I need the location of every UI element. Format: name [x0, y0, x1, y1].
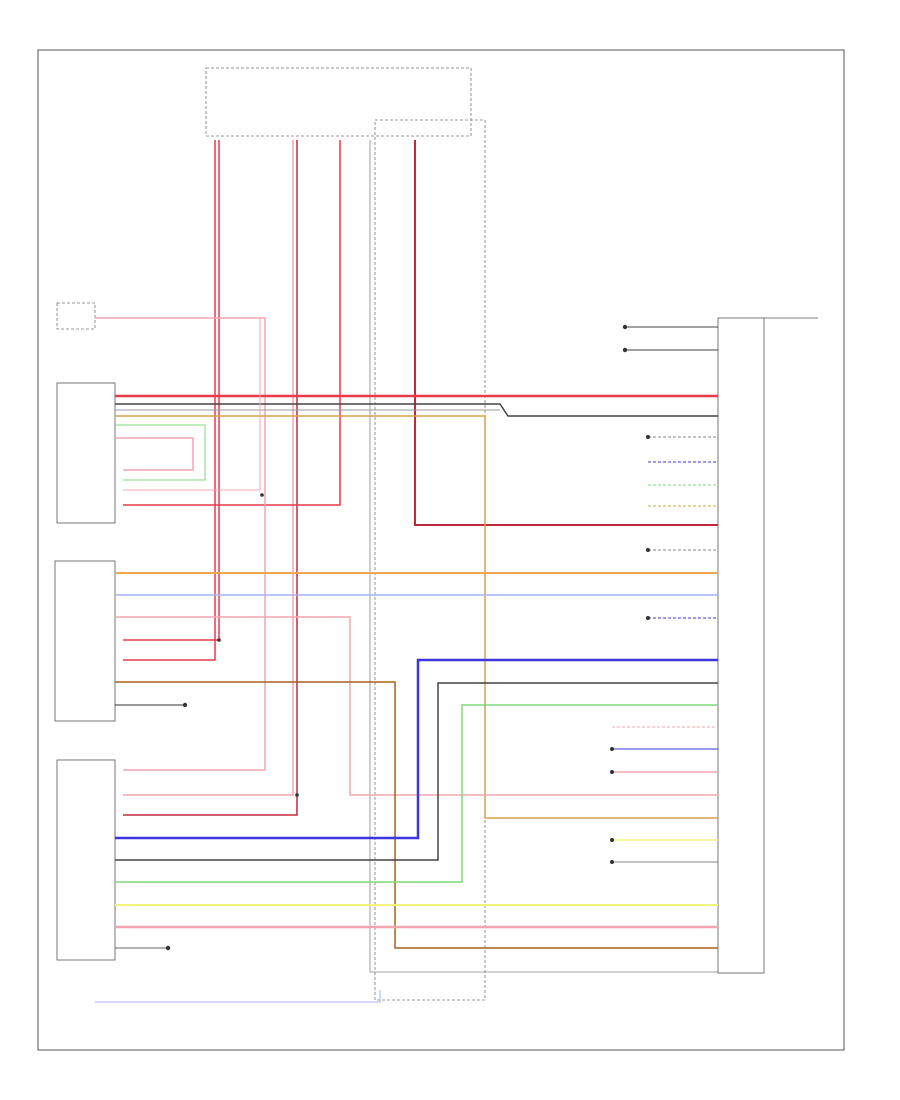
diagram-frame — [37, 49, 845, 1051]
wire-brown-c4 — [115, 681, 718, 949]
wire-pink-b6 — [115, 437, 194, 471]
wire-pink-top — [95, 317, 266, 771]
left-module-b — [56, 382, 116, 524]
connector-dot-2 — [646, 548, 650, 552]
wire-green-b5 — [115, 424, 206, 481]
ground-dot-2 — [622, 347, 628, 353]
connector-dot-5 — [610, 770, 614, 774]
wire-black-b2 — [115, 403, 718, 417]
right-module — [717, 317, 765, 974]
wire-orange-b4 — [115, 415, 718, 819]
left-module-a — [56, 302, 96, 330]
wire-lightblue-bottom — [95, 990, 381, 1003]
connector-dot-1 — [646, 435, 650, 439]
wire-red-a — [123, 140, 216, 661]
wire-pink-b7 — [123, 318, 261, 491]
ground-dot-3 — [182, 702, 188, 708]
splice-dot-1 — [217, 638, 221, 642]
splice-dot-2 — [260, 493, 264, 497]
wire-blue-d1 — [115, 658, 718, 840]
splice-dot-3 — [295, 793, 299, 797]
wire-green-d3 — [115, 704, 718, 883]
wire-red-e — [123, 140, 341, 506]
ground-dot-4 — [165, 945, 171, 951]
left-module-d — [56, 759, 116, 961]
wire-red-f — [414, 140, 718, 526]
connector-dot-3 — [646, 616, 650, 620]
wire-red-b — [123, 140, 220, 641]
wire-black-d2 — [115, 682, 718, 861]
wire-pink-c3 — [115, 616, 718, 796]
wire-red-c — [123, 140, 294, 796]
connector-dot-7 — [610, 860, 614, 864]
connector-dot-4 — [610, 747, 614, 751]
ground-dot-1 — [622, 324, 628, 330]
junction-box — [205, 67, 472, 137]
wire-gray-a — [369, 140, 718, 973]
wire-red-d — [123, 140, 298, 816]
left-module-c — [54, 560, 116, 722]
connector-dot-6 — [610, 838, 614, 842]
inner-dashed-region — [374, 119, 486, 1001]
